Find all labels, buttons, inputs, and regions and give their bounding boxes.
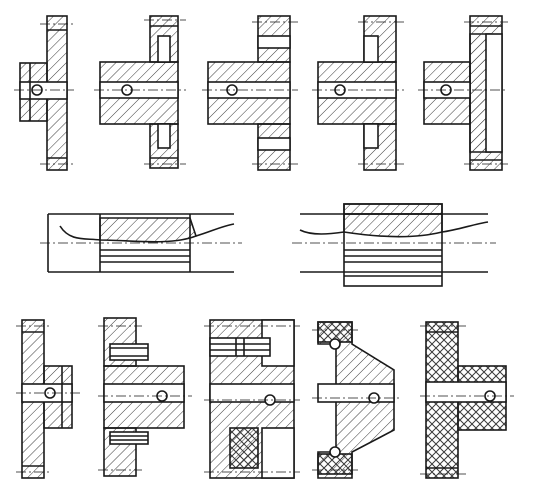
gear-section-4 [312, 15, 404, 171]
shaft-assembly-2 [292, 203, 496, 287]
gear-section-1 [14, 15, 74, 171]
gear-section-2 [94, 15, 186, 169]
shaft-assembly-1 [40, 213, 242, 273]
composite-gear-section-3 [204, 319, 300, 479]
composite-gear-section-4 [312, 321, 402, 479]
gear-section-5 [418, 15, 508, 171]
composite-gear-section-1 [16, 319, 80, 479]
composite-gear-section-2 [98, 317, 192, 477]
composite-gear-section-5 [420, 321, 514, 479]
gear-section-3 [202, 15, 298, 171]
